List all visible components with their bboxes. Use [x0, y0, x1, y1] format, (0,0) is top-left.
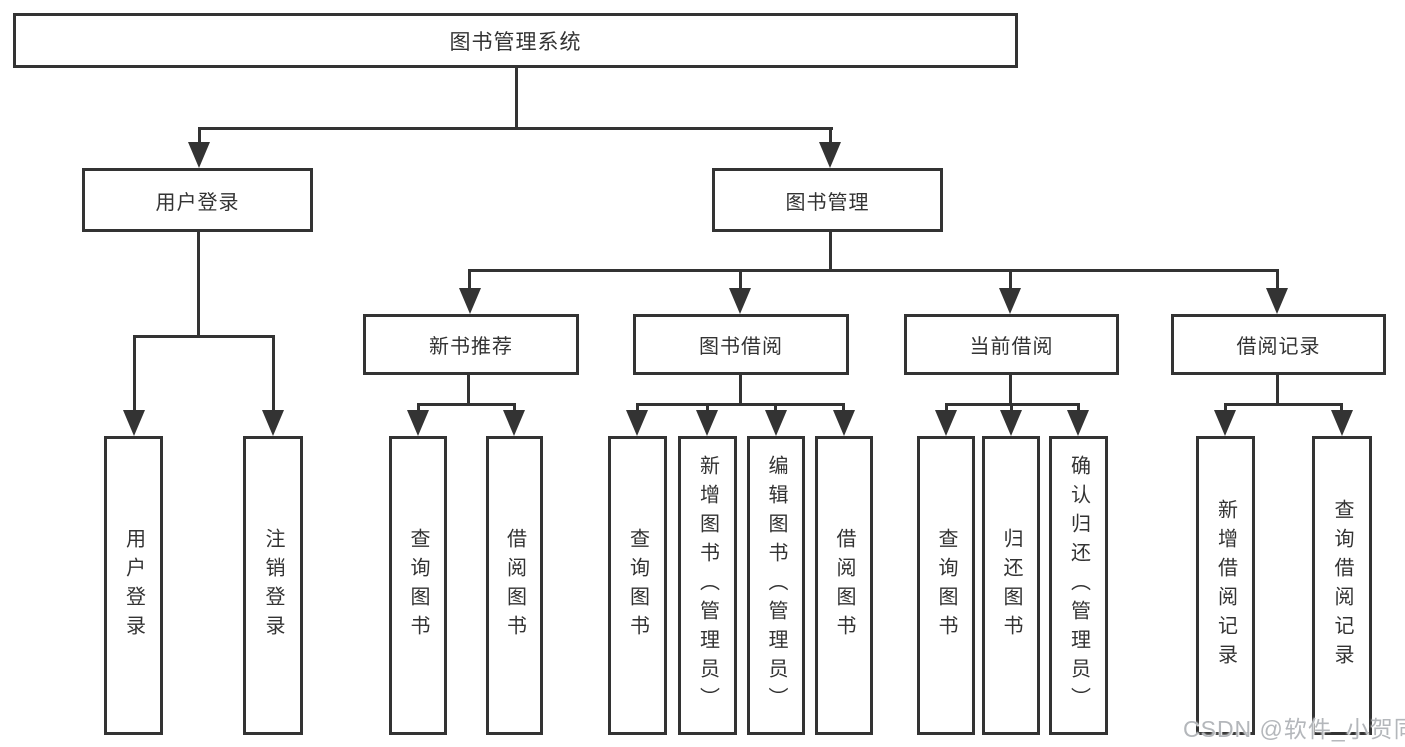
- leaf-return-books: 归还图书: [982, 436, 1040, 735]
- node-library-management-system: 图书管理系统: [13, 13, 1018, 68]
- node-label: 用户登录: [155, 191, 240, 214]
- arrowhead-down-icon: [999, 288, 1021, 314]
- leaf-query-books-borrow: 查询图书: [608, 436, 667, 735]
- arrowhead-down-icon: [262, 410, 284, 436]
- connector-line: [198, 127, 833, 130]
- arrowhead-down-icon: [459, 288, 481, 314]
- leaf-label: 查询图书: [626, 527, 649, 644]
- connector-line: [774, 403, 777, 412]
- connector-line: [739, 269, 742, 290]
- arrowhead-down-icon: [765, 410, 787, 436]
- arrowhead-down-icon: [1000, 410, 1022, 436]
- connector-line: [739, 373, 742, 406]
- leaf-label: 新增图书（管理员）: [696, 455, 719, 716]
- connector-line: [468, 269, 1279, 272]
- leaf-edit-books-admin: 编辑图书（管理员）: [747, 436, 805, 735]
- connector-line: [706, 403, 709, 412]
- leaf-label: 归还图书: [1000, 527, 1022, 644]
- leaf-add-books-admin: 新增图书（管理员）: [678, 436, 737, 735]
- leaf-label: 编辑图书（管理员）: [765, 455, 787, 716]
- connector-line: [636, 403, 845, 406]
- connector-line: [198, 127, 201, 146]
- connector-line: [515, 67, 518, 129]
- leaf-label: 用户登录: [122, 527, 145, 644]
- connector-line: [1276, 269, 1279, 290]
- leaf-query-books-current: 查询图书: [917, 436, 975, 735]
- leaf-query-borrow-record: 查询借阅记录: [1312, 436, 1372, 735]
- arrowhead-down-icon: [123, 410, 145, 436]
- leaf-label: 查询图书: [935, 527, 957, 644]
- node-label: 新书推荐: [429, 336, 513, 358]
- leaf-user-login: 用户登录: [104, 436, 163, 735]
- arrowhead-down-icon: [1067, 410, 1089, 436]
- connector-line: [133, 335, 275, 338]
- leaf-add-borrow-record: 新增借阅记录: [1196, 436, 1255, 735]
- arrowhead-down-icon: [188, 142, 210, 168]
- node-label: 图书借阅: [699, 336, 783, 358]
- leaf-confirm-return-admin: 确认归还（管理员）: [1049, 436, 1108, 735]
- arrowhead-down-icon: [1331, 410, 1353, 436]
- leaf-logout: 注销登录: [243, 436, 303, 735]
- leaf-label: 新增借阅记录: [1214, 498, 1237, 673]
- connector-line: [417, 403, 420, 412]
- arrowhead-down-icon: [696, 410, 718, 436]
- node-label: 当前借阅: [969, 336, 1054, 358]
- connector-line: [467, 373, 470, 406]
- connector-line: [945, 403, 948, 412]
- connector-line: [133, 335, 136, 412]
- leaf-label: 确认归还（管理员）: [1067, 455, 1090, 716]
- node-label: 图书管理: [785, 191, 870, 214]
- arrowhead-down-icon: [1266, 288, 1288, 314]
- leaf-label: 借阅图书: [833, 527, 855, 644]
- connector-line: [1010, 403, 1013, 412]
- leaf-label: 注销登录: [262, 527, 284, 644]
- arrowhead-down-icon: [935, 410, 957, 436]
- connector-line: [1009, 269, 1012, 290]
- connector-line: [1009, 373, 1012, 406]
- connector-line: [1224, 403, 1227, 412]
- node-book-borrowing: 图书借阅: [633, 314, 849, 375]
- connector-line: [636, 403, 639, 412]
- connector-line: [1077, 403, 1080, 412]
- connector-line: [513, 403, 516, 412]
- arrowhead-down-icon: [407, 410, 429, 436]
- node-book-management: 图书管理: [712, 168, 943, 232]
- connector-line: [829, 127, 832, 146]
- connector-line: [197, 230, 200, 338]
- arrowhead-down-icon: [833, 410, 855, 436]
- node-new-book-recommendation: 新书推荐: [363, 314, 579, 375]
- leaf-label: 查询借阅记录: [1331, 498, 1353, 673]
- arrowhead-down-icon: [503, 410, 525, 436]
- node-user-login: 用户登录: [82, 168, 313, 232]
- node-borrowing-records: 借阅记录: [1171, 314, 1386, 375]
- leaf-label: 查询图书: [407, 527, 429, 644]
- connector-line: [842, 403, 845, 412]
- connector-line: [1276, 373, 1279, 406]
- connector-line: [1224, 403, 1343, 406]
- arrowhead-down-icon: [626, 410, 648, 436]
- csdn-watermark: CSDN @软件_小贺同学: [1183, 716, 1405, 742]
- arrowhead-down-icon: [819, 142, 841, 168]
- connector-line: [272, 335, 275, 412]
- node-current-borrowing: 当前借阅: [904, 314, 1119, 375]
- node-label: 图书管理系统: [449, 30, 582, 54]
- connector-line: [468, 269, 471, 290]
- node-label: 借阅记录: [1236, 336, 1321, 358]
- leaf-borrow-books: 借阅图书: [815, 436, 873, 735]
- arrowhead-down-icon: [729, 288, 751, 314]
- leaf-label: 借阅图书: [503, 527, 526, 644]
- leaf-query-books-recommend: 查询图书: [389, 436, 447, 735]
- arrowhead-down-icon: [1214, 410, 1236, 436]
- leaf-borrow-books-recommend: 借阅图书: [486, 436, 543, 735]
- connector-line: [829, 230, 832, 272]
- connector-line: [1340, 403, 1343, 412]
- connector-line: [417, 403, 516, 406]
